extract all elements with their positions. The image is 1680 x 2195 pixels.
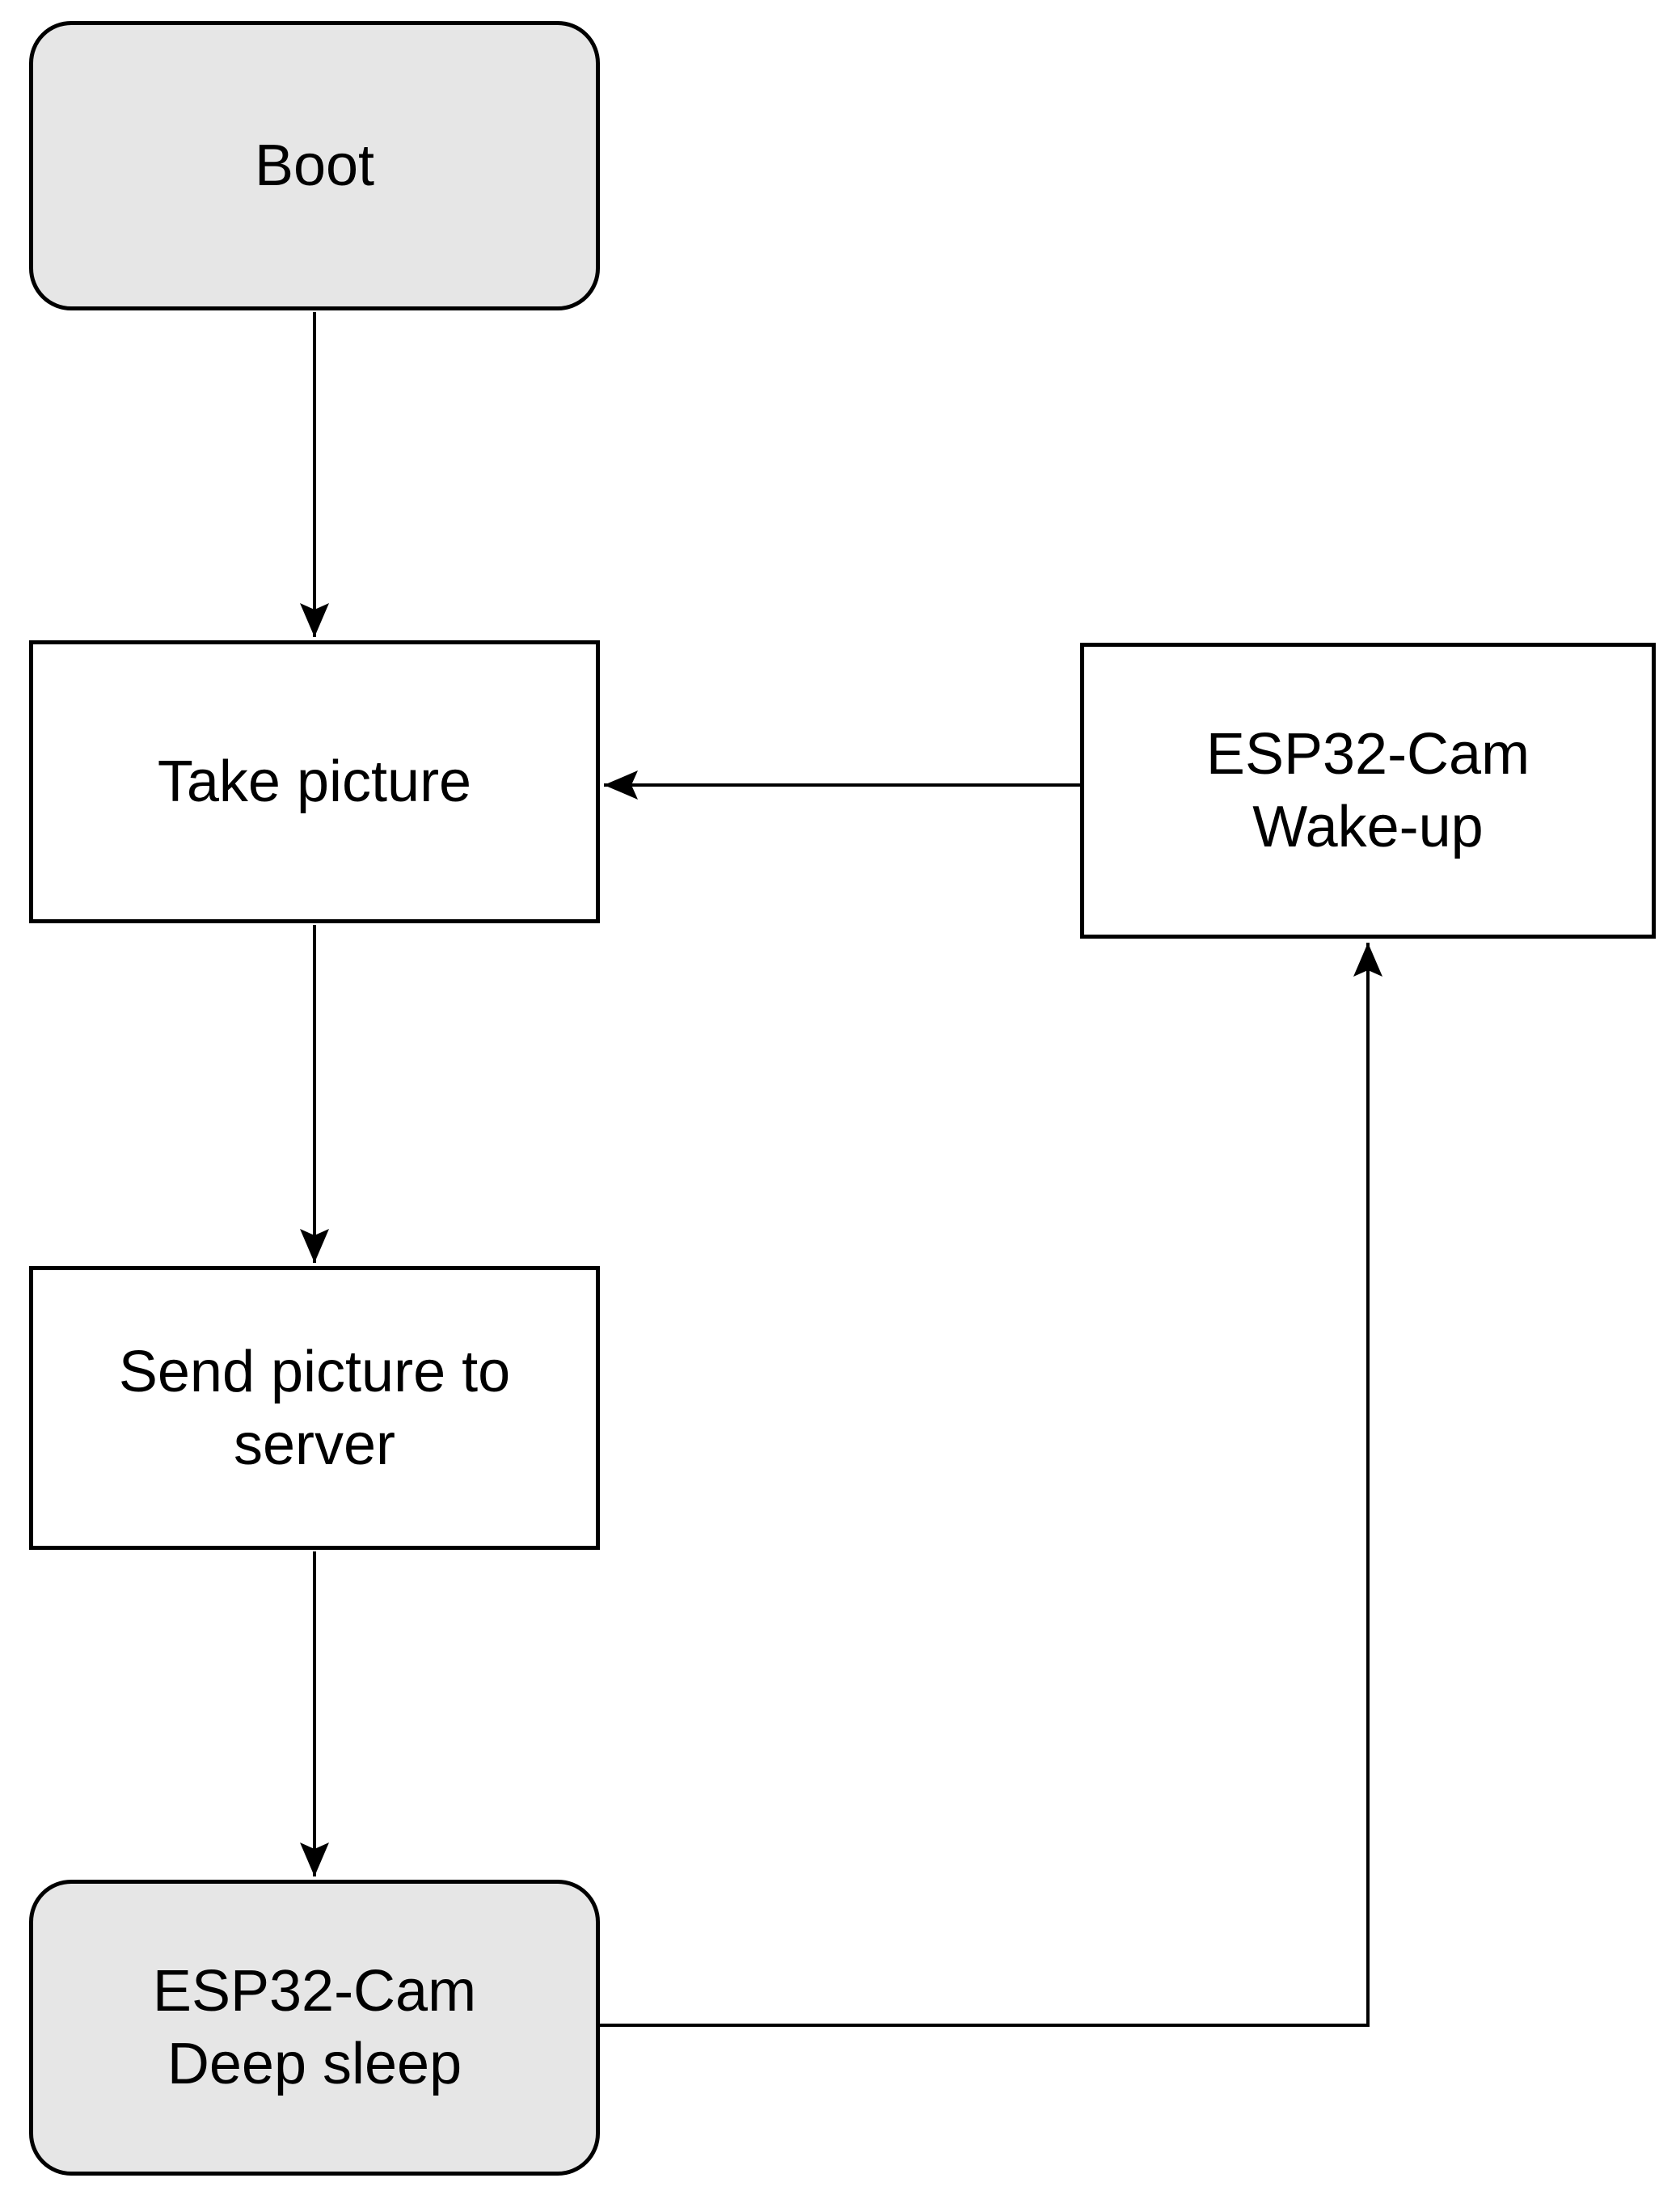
node-take-picture-label: Take picture xyxy=(157,749,472,814)
node-send-picture: Send picture to server xyxy=(29,1266,600,1550)
node-take-picture: Take picture xyxy=(29,640,600,923)
node-send-picture-label-line-2: server xyxy=(233,1412,396,1477)
edge-deep-sleep-to-wake-up xyxy=(600,943,1382,2027)
node-wake-up-label-line-2: Wake-up xyxy=(1252,795,1484,859)
node-wake-up: ESP32-Cam Wake-up xyxy=(1080,643,1656,939)
node-deep-sleep: ESP32-Cam Deep sleep xyxy=(29,1880,600,2176)
node-send-picture-label-line-1: Send picture to xyxy=(118,1339,511,1404)
node-boot: Boot xyxy=(29,21,600,310)
node-boot-label: Boot xyxy=(254,133,375,198)
node-wake-up-label-line-1: ESP32-Cam xyxy=(1205,722,1530,787)
node-deep-sleep-label-line-1: ESP32-Cam xyxy=(152,1959,477,2024)
node-deep-sleep-label-line-2: Deep sleep xyxy=(167,2032,462,2096)
